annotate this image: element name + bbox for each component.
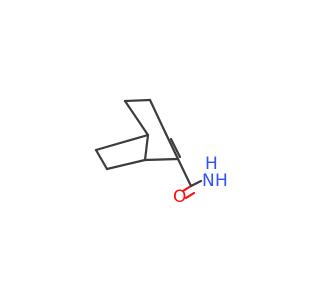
bond-c8-c9 (176, 157, 193, 188)
bond-c8-c7 (143, 157, 180, 162)
bond-c2-c3 (123, 98, 152, 103)
bond-c9-o (181, 184, 193, 193)
bond-c4-c8-double (169, 137, 182, 159)
bond-c4-c8 (164, 132, 180, 161)
molecule-canvas: H N H O (94, 98, 228, 207)
bond-c6-c7 (105, 158, 147, 171)
nitrogen-atom-label: H N H (202, 156, 228, 191)
amine-h-label: H (215, 171, 228, 191)
nitrogen-symbol: N (202, 171, 215, 191)
bond-c5-c6 (94, 148, 109, 171)
bond-c9-o-double (184, 191, 196, 200)
oxygen-atom-label: O (173, 187, 187, 207)
bond-c1-c7 (143, 133, 150, 162)
nitrogen-h-top: H (205, 154, 218, 174)
molecule-structure (94, 98, 203, 200)
bond-c9-n (189, 179, 203, 188)
bond-c1-c5 (94, 133, 150, 152)
bond-c3-c4 (148, 98, 168, 136)
bond-c1-c2 (123, 99, 150, 137)
